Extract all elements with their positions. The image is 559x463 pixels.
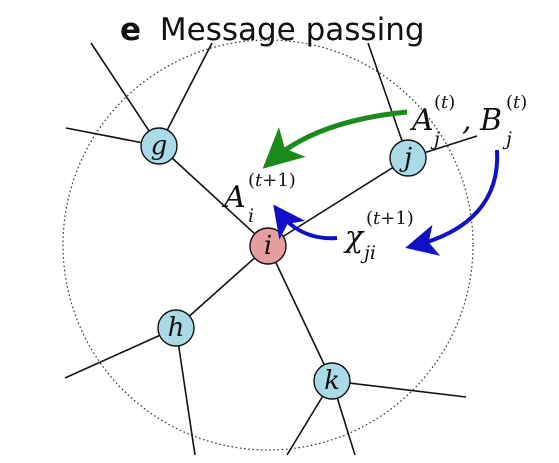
math-a-i-sub: i	[248, 205, 254, 227]
math-a-j-base: A	[409, 103, 434, 138]
panel-title: e Message passing	[120, 12, 425, 48]
edge-h-out-1	[64, 327, 177, 379]
edge-i-h	[175, 245, 269, 329]
node-i: i	[249, 227, 287, 265]
node-j-circle	[389, 139, 427, 177]
label-ai: A i (t+1)	[221, 170, 296, 227]
panel-letter: e	[120, 12, 141, 48]
math-a-i-sup: (t+1)	[248, 170, 296, 191]
math-b-j-base: B	[479, 103, 502, 138]
edge-i-g	[158, 145, 269, 247]
node-g-circle	[140, 127, 178, 165]
math-b-j-sup: (t)	[506, 92, 527, 113]
node-k: k	[313, 362, 351, 400]
math-comma: ,	[462, 103, 472, 138]
blue-arrow-chi-to-ai	[273, 204, 338, 241]
node-h-circle	[157, 309, 195, 347]
math-chi-sup: (t+1)	[366, 208, 414, 229]
math-a-j-sub: j	[430, 128, 440, 150]
node-g-label: g	[151, 131, 168, 161]
node-j: j	[389, 139, 427, 177]
node-i-label: i	[264, 231, 272, 261]
math-chi-sub: ji	[360, 242, 376, 264]
blue-arrow-bj-to-chi	[405, 149, 500, 256]
edge-i-k	[267, 245, 333, 382]
neighborhood-circle	[62, 39, 474, 451]
label-chi-ji: χ ji (t+1)	[343, 208, 414, 264]
node-k-circle	[313, 362, 351, 400]
math-chi-base: χ	[343, 220, 365, 255]
node-k-label: k	[324, 366, 340, 396]
green-arrow-aj-to-ai	[262, 109, 408, 169]
math-a-i-base: A	[221, 180, 246, 215]
edge-k-out-1	[331, 380, 467, 398]
node-h-label: h	[168, 313, 185, 343]
label-aj-bj: A j (t) , B j (t)	[409, 92, 527, 150]
math-b-j-sub: j	[502, 128, 512, 150]
edge-g-out-1	[90, 42, 160, 147]
node-g: g	[140, 127, 178, 165]
edge-g-out-2	[158, 42, 213, 147]
math-a-j-sup: (t)	[434, 92, 455, 113]
node-h: h	[157, 309, 195, 347]
panel-title-text: Message passing	[160, 12, 425, 48]
edge-h-out-2	[175, 327, 196, 456]
edge-j-out-1	[367, 42, 409, 159]
